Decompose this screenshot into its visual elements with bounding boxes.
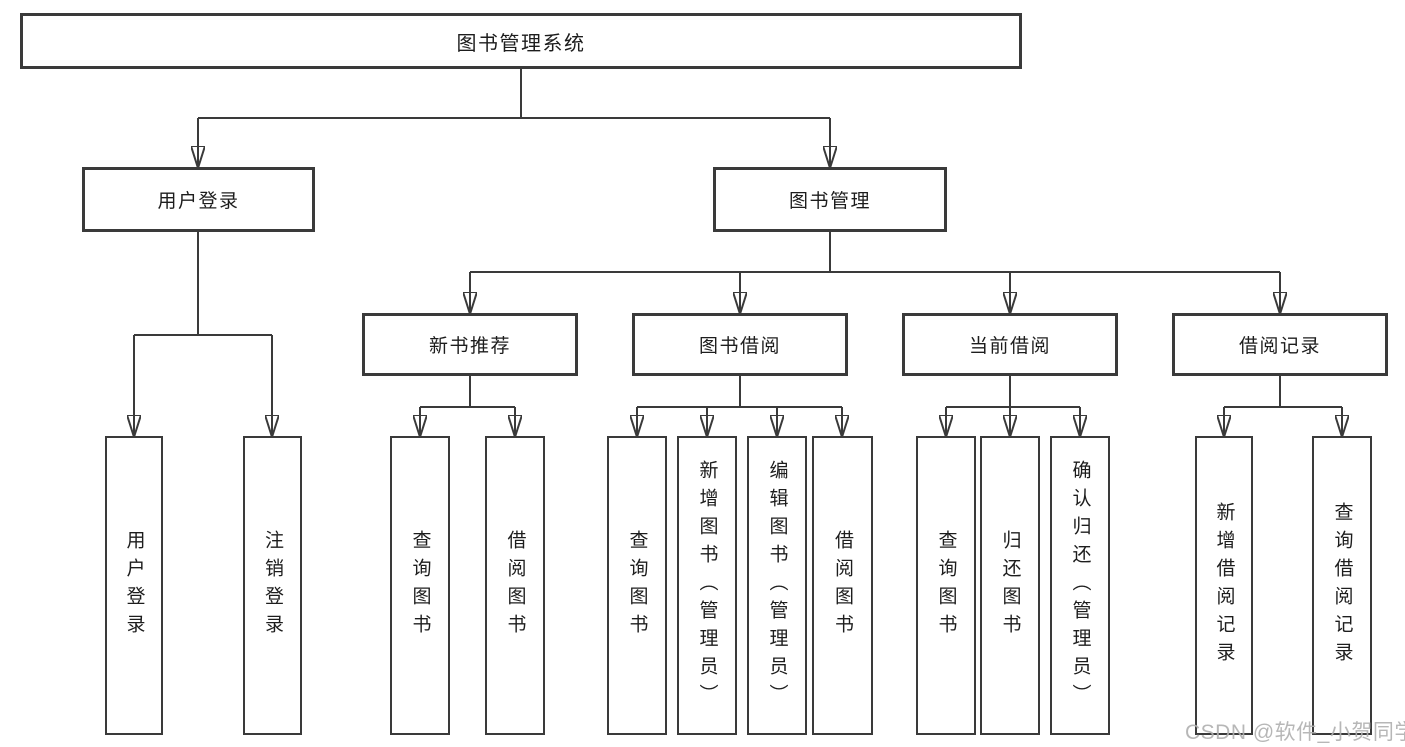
node-label: 图书借阅 [698, 336, 781, 357]
node-label: 编辑图书（管理员） [766, 459, 788, 712]
node-leaf-query-books-borrowing: 查询图书 [607, 436, 667, 735]
node-label: 新增借阅记录 [1213, 501, 1235, 670]
node-label: 新书推荐 [428, 336, 511, 357]
node-leaf-query-books-recommend: 查询图书 [390, 436, 450, 735]
node-current-borrowing: 当前借阅 [902, 313, 1118, 376]
node-leaf-logout: 注销登录 [243, 436, 302, 735]
node-label: 图书管理 [788, 191, 871, 212]
node-leaf-add-borrow-record: 新增借阅记录 [1195, 436, 1253, 735]
node-user-login: 用户登录 [82, 167, 315, 232]
node-book-management-system: 图书管理系统 [20, 13, 1022, 69]
node-label: 当前借阅 [968, 336, 1051, 357]
node-label: 查询借阅记录 [1331, 501, 1353, 670]
node-leaf-return-books: 归还图书 [980, 436, 1040, 735]
node-book-management: 图书管理 [713, 167, 947, 232]
node-label: 借阅记录 [1238, 336, 1321, 357]
node-leaf-edit-books-admin: 编辑图书（管理员） [747, 436, 807, 735]
node-label: 确认归还（管理员） [1069, 459, 1091, 712]
csdn-watermark: CSDN @软件_小贺同学 [1185, 721, 1405, 744]
node-label: 借阅图书 [504, 529, 526, 642]
node-label: 新增图书（管理员） [696, 459, 718, 712]
node-leaf-user-login: 用户登录 [105, 436, 163, 735]
node-borrowing-records: 借阅记录 [1172, 313, 1388, 376]
node-label: 借阅图书 [832, 529, 853, 642]
node-leaf-confirm-return-admin: 确认归还（管理员） [1050, 436, 1110, 735]
node-leaf-query-books-current: 查询图书 [916, 436, 976, 735]
node-book-borrowing: 图书借阅 [632, 313, 848, 376]
node-leaf-add-books-admin: 新增图书（管理员） [677, 436, 737, 735]
node-label: 归还图书 [999, 529, 1021, 642]
node-leaf-borrow-books: 借阅图书 [812, 436, 873, 735]
node-label: 用户登录 [123, 529, 145, 642]
node-label: 图书管理系统 [456, 32, 586, 55]
node-label: 查询图书 [935, 529, 957, 642]
node-new-book-recommend: 新书推荐 [362, 313, 578, 376]
node-label: 查询图书 [409, 529, 431, 642]
node-label: 查询图书 [626, 529, 648, 642]
node-leaf-query-borrow-record: 查询借阅记录 [1312, 436, 1372, 735]
node-label: 注销登录 [262, 529, 283, 642]
node-label: 用户登录 [157, 191, 240, 212]
node-leaf-borrow-books-recommend: 借阅图书 [485, 436, 545, 735]
